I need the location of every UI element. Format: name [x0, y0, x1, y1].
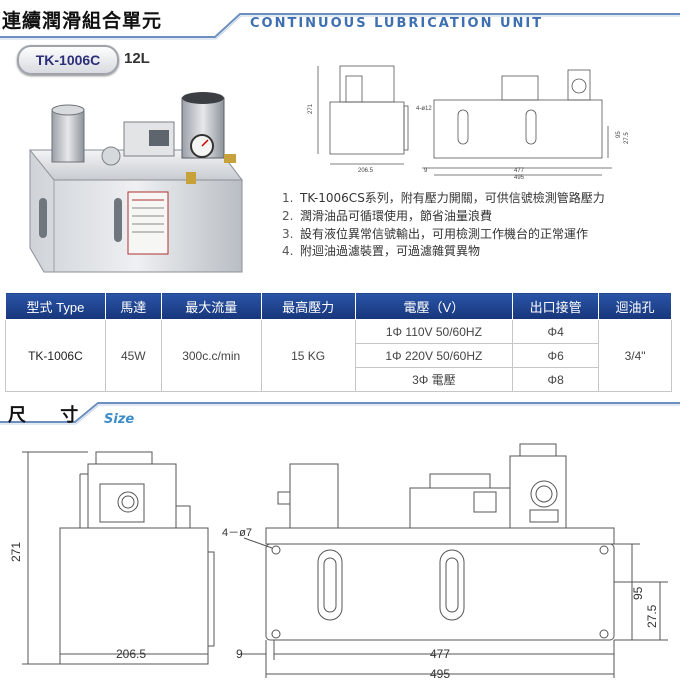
- col-outlet: 出口接管: [512, 292, 600, 320]
- small-dim-offset: 9: [424, 168, 428, 174]
- cell-outlet: Φ6: [512, 343, 600, 368]
- small-dim-275: 27.5: [624, 132, 630, 144]
- spec-table-header: 型式 Type 馬達 最大流量 最高壓力 電壓（V） 出口接管 迴油孔: [5, 292, 672, 320]
- small-dim-total: 495: [514, 175, 525, 180]
- product-photo: [28, 92, 244, 273]
- col-motor: 馬達: [104, 292, 162, 320]
- col-pressure: 最高壓力: [260, 292, 356, 320]
- small-dim-95: 95: [616, 131, 622, 138]
- page-title: 連續潤滑組合單元: [2, 10, 163, 32]
- spec-table: 型式 Type 馬達 最大流量 最高壓力 電壓（V） 出口接管 迴油孔 TK-1…: [5, 292, 672, 392]
- size-title: 尺 寸: [8, 405, 93, 426]
- feature-item: 3.設有液位異常信號輸出，可用檢測工作機台的正常運作: [282, 226, 589, 241]
- dim-height: 271: [9, 542, 23, 562]
- col-type: 型式 Type: [5, 292, 106, 320]
- dim-depth: 206.5: [116, 647, 146, 661]
- dim-offset: 9: [236, 647, 243, 661]
- cell-motor: 45W: [104, 319, 162, 392]
- dim-inner-length: 477: [430, 647, 450, 661]
- cell-outlet: Φ4: [512, 319, 600, 344]
- cell-return: 3/4": [598, 319, 672, 392]
- header-tab-shape: [0, 13, 680, 40]
- size-title-en: Size: [104, 412, 135, 427]
- cell-voltage: 1Φ 220V 50/60HZ: [354, 343, 514, 368]
- size-header-line: [0, 402, 680, 425]
- small-dim-holes: 4-ø12: [416, 106, 432, 112]
- table-row: 3Φ 電壓 Φ8: [6, 367, 672, 392]
- small-dimension-drawing: 271 206.5 9 477 495 4-ø12 95 27.5: [308, 65, 630, 180]
- cell-flow: 300c.c/min: [160, 319, 262, 392]
- feature-item: 2.潤滑油品可循環使用，節省油量浪費: [282, 208, 493, 223]
- small-dim-depth: 206.5: [358, 168, 374, 174]
- cell-type: TK-1006C: [5, 319, 106, 392]
- feature-item: 1.TK-1006CS系列，附有壓力開關，可供信號檢測管路壓力: [282, 191, 605, 205]
- cell-voltage: 1Φ 110V 50/60HZ: [354, 319, 514, 344]
- small-dim-height: 271: [308, 103, 314, 114]
- feature-list: 1.TK-1006CS系列，附有壓力開關，可供信號檢測管路壓力 2.潤滑油品可循…: [282, 190, 605, 261]
- feature-item: 4.附迴油過濾裝置，可過濾雜質異物: [282, 244, 481, 259]
- model-capacity: 12L: [124, 50, 150, 67]
- table-row: TK-1006C 45W 300c.c/min 15 KG 1Φ 110V 50…: [5, 319, 672, 392]
- dimension-drawing: 271 206.5 9 477 495 4－ø7 95 27.5: [9, 443, 668, 681]
- dim-total-length: 495: [430, 667, 450, 681]
- col-flow: 最大流量: [160, 292, 262, 320]
- cell-voltage: 3Φ 電壓: [354, 367, 514, 392]
- dim-95: 95: [631, 586, 645, 600]
- dim-hole-spec: 4－ø7: [222, 527, 252, 539]
- model-badge: TK-1006C: [17, 45, 119, 75]
- col-voltage: 電壓（V）: [354, 292, 514, 320]
- col-return: 迴油孔: [598, 292, 672, 320]
- page-title-en: CONTINUOUS LUBRICATION UNIT: [250, 16, 544, 31]
- dim-27-5: 27.5: [645, 604, 659, 628]
- cell-pressure: 15 KG: [260, 319, 356, 392]
- cell-outlet: Φ8: [512, 367, 600, 392]
- small-dim-inner: 477: [514, 168, 525, 174]
